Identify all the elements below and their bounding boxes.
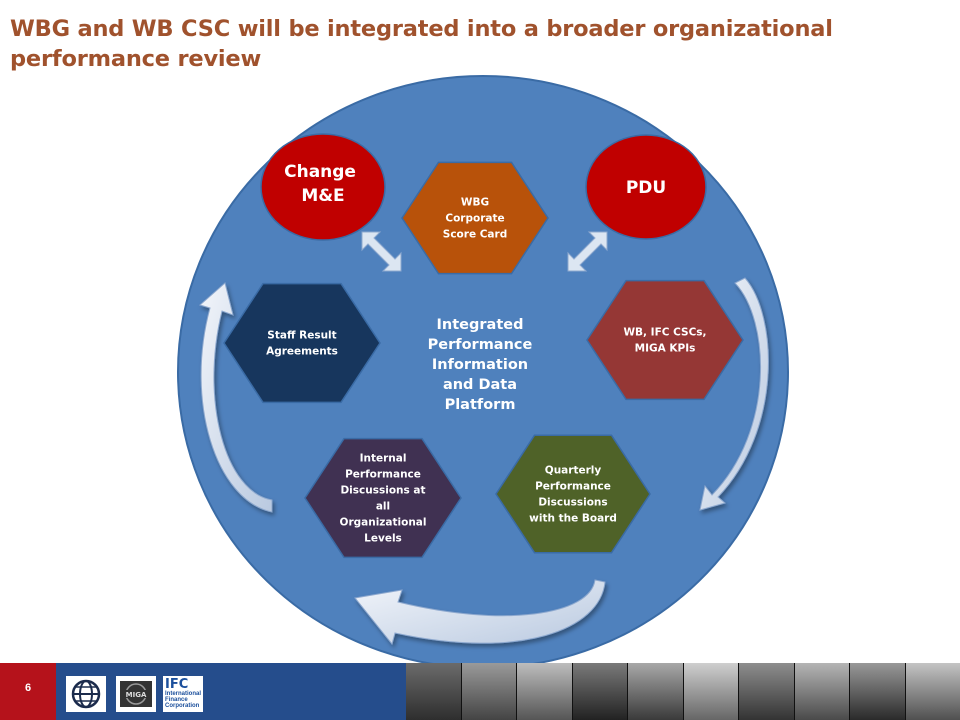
page-title: WBG and WB CSC will be integrated into a… bbox=[10, 16, 833, 72]
miga-logo: MIGA bbox=[116, 676, 156, 712]
photo-strip bbox=[406, 663, 960, 720]
ifc-logo: IFC International Finance Corporation bbox=[163, 676, 203, 712]
flow-arrow-bottom bbox=[354, 579, 606, 646]
kpis-label: WB, IFC CSCs,MIGA KPIs bbox=[623, 327, 706, 355]
pdu-oval bbox=[585, 134, 707, 240]
page-number: 6 bbox=[24, 682, 32, 694]
flow-arrow-left bbox=[198, 282, 273, 513]
portrait-photo bbox=[683, 663, 739, 720]
portrait-photo bbox=[406, 663, 462, 720]
footer-logo-bar bbox=[56, 663, 406, 720]
portrait-photo bbox=[517, 663, 573, 720]
svg-text:MIGA: MIGA bbox=[126, 691, 147, 699]
kpis-shape bbox=[586, 279, 744, 401]
footer-red-bar bbox=[0, 663, 56, 720]
portrait-photo bbox=[739, 663, 795, 720]
staff-results-shape bbox=[223, 282, 381, 404]
flow-arrow-right bbox=[699, 277, 769, 511]
change-me-oval bbox=[260, 133, 386, 241]
portrait-photo bbox=[572, 663, 628, 720]
kpis-hexagon: WB, IFC CSCs,MIGA KPIs bbox=[586, 279, 744, 401]
wbg-scorecard-shape bbox=[401, 161, 549, 275]
portrait-photo bbox=[850, 663, 906, 720]
pdu-label: PDU bbox=[626, 178, 666, 198]
portrait-photo bbox=[905, 663, 960, 720]
portrait-photo bbox=[794, 663, 850, 720]
double-arrow-right bbox=[567, 231, 608, 272]
board-discussions-shape bbox=[495, 434, 651, 554]
change-me-label: Change M&E bbox=[284, 162, 362, 206]
world-bank-logo bbox=[66, 676, 106, 712]
internal-discussions-shape bbox=[304, 437, 462, 559]
double-arrow-left bbox=[361, 231, 402, 272]
portrait-photo bbox=[628, 663, 684, 720]
portrait-photo bbox=[461, 663, 517, 720]
